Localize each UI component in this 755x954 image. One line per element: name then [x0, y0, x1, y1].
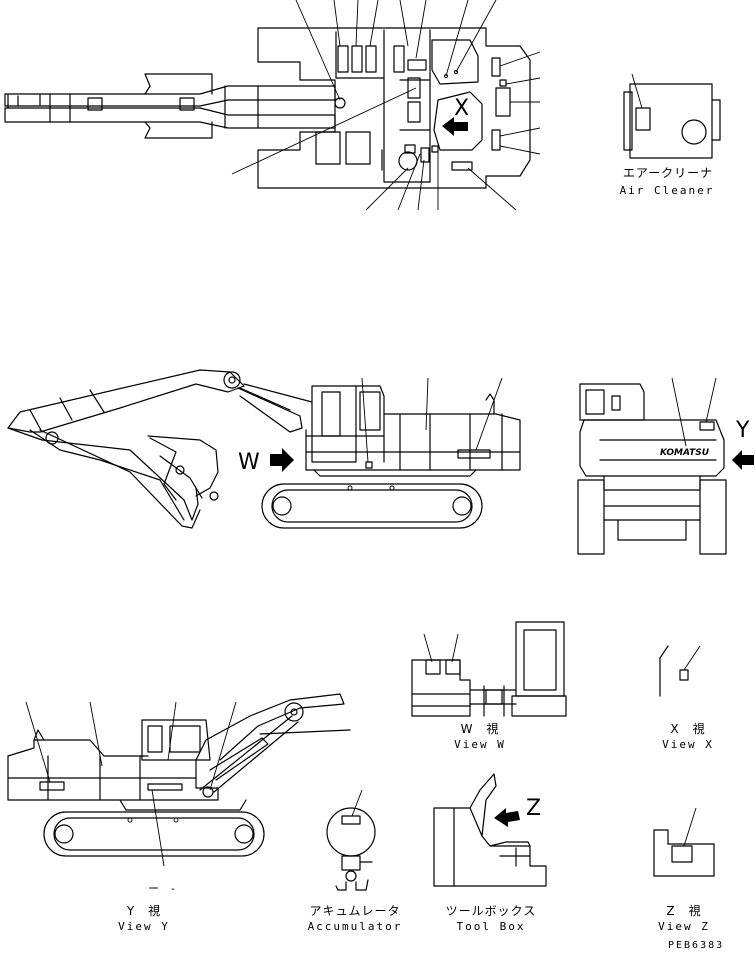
view-w-label-jp: W 視	[460, 722, 500, 736]
tool-box-label-jp: ツールボックス	[445, 904, 537, 918]
side-view-left	[8, 370, 520, 528]
view-w-front	[412, 622, 566, 716]
accumulator-label-jp: アキュムレータ	[309, 904, 401, 918]
top-view	[5, 0, 540, 210]
rear-view	[578, 378, 754, 554]
marker-w: W	[238, 450, 260, 475]
tool-box-label-en: Tool Box	[456, 920, 526, 933]
dash-mark: ー -	[148, 882, 179, 895]
view-w-label-en: View W	[454, 738, 506, 751]
view-y-label-jp: Y 視	[126, 904, 162, 918]
view-x	[660, 646, 700, 696]
view-x-label-en: View X	[662, 738, 714, 751]
view-y-side	[8, 694, 350, 866]
komatsu-logo: KOMATSU	[660, 448, 710, 458]
drawing-code: PEB6383	[668, 940, 725, 951]
tool-box-detail	[434, 774, 546, 886]
marker-x: X	[454, 96, 470, 121]
accumulator-detail	[327, 790, 375, 890]
view-z-label-jp: Z 視	[666, 904, 702, 918]
air-cleaner-label-jp: エアークリーナ	[622, 166, 714, 180]
view-x-label-jp: X 視	[670, 722, 706, 736]
accumulator-label-en: Accumulator	[307, 920, 403, 933]
air-cleaner-detail	[624, 74, 720, 158]
view-z-label-en: View Z	[658, 920, 710, 933]
view-y-label-en: View Y	[118, 920, 170, 933]
view-z	[654, 808, 714, 876]
marker-y: Y	[736, 418, 750, 443]
marker-z: Z	[526, 796, 542, 821]
air-cleaner-label-en: Air Cleaner	[619, 184, 715, 197]
